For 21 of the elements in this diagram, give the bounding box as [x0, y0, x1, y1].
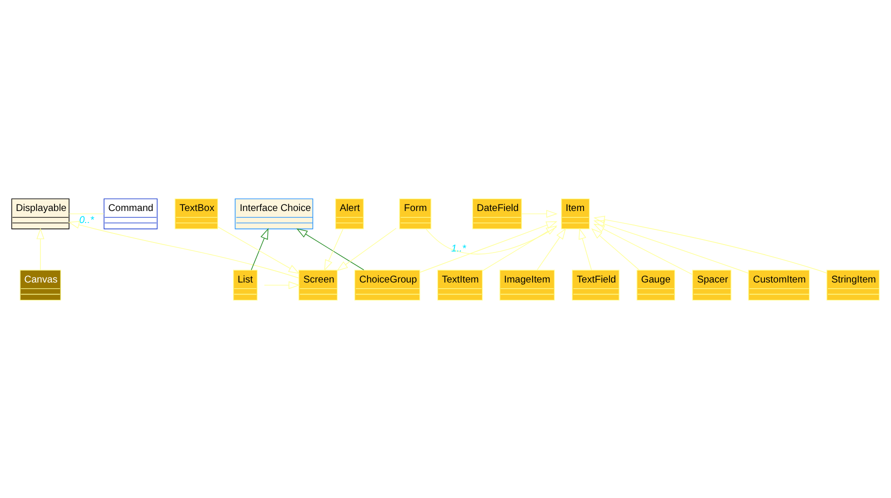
arrow [336, 227, 397, 271]
arrow [536, 228, 566, 270]
arrow [521, 209, 558, 218]
arrow [593, 223, 693, 274]
edge-label: 0..* [79, 214, 94, 226]
arrow [593, 220, 749, 274]
connector [426, 226, 557, 254]
arrow [250, 228, 268, 270]
arrow [594, 215, 828, 273]
arrow [68, 220, 300, 278]
arrow [217, 226, 300, 274]
arrow [264, 280, 300, 289]
arrow [578, 227, 592, 270]
arrow [482, 225, 558, 271]
connector [68, 212, 104, 214]
arrow [36, 227, 44, 270]
edge-label: 1..* [451, 242, 466, 254]
arrow [296, 228, 364, 270]
arrow [324, 228, 344, 270]
arrow [419, 220, 558, 272]
arrow [591, 228, 640, 270]
